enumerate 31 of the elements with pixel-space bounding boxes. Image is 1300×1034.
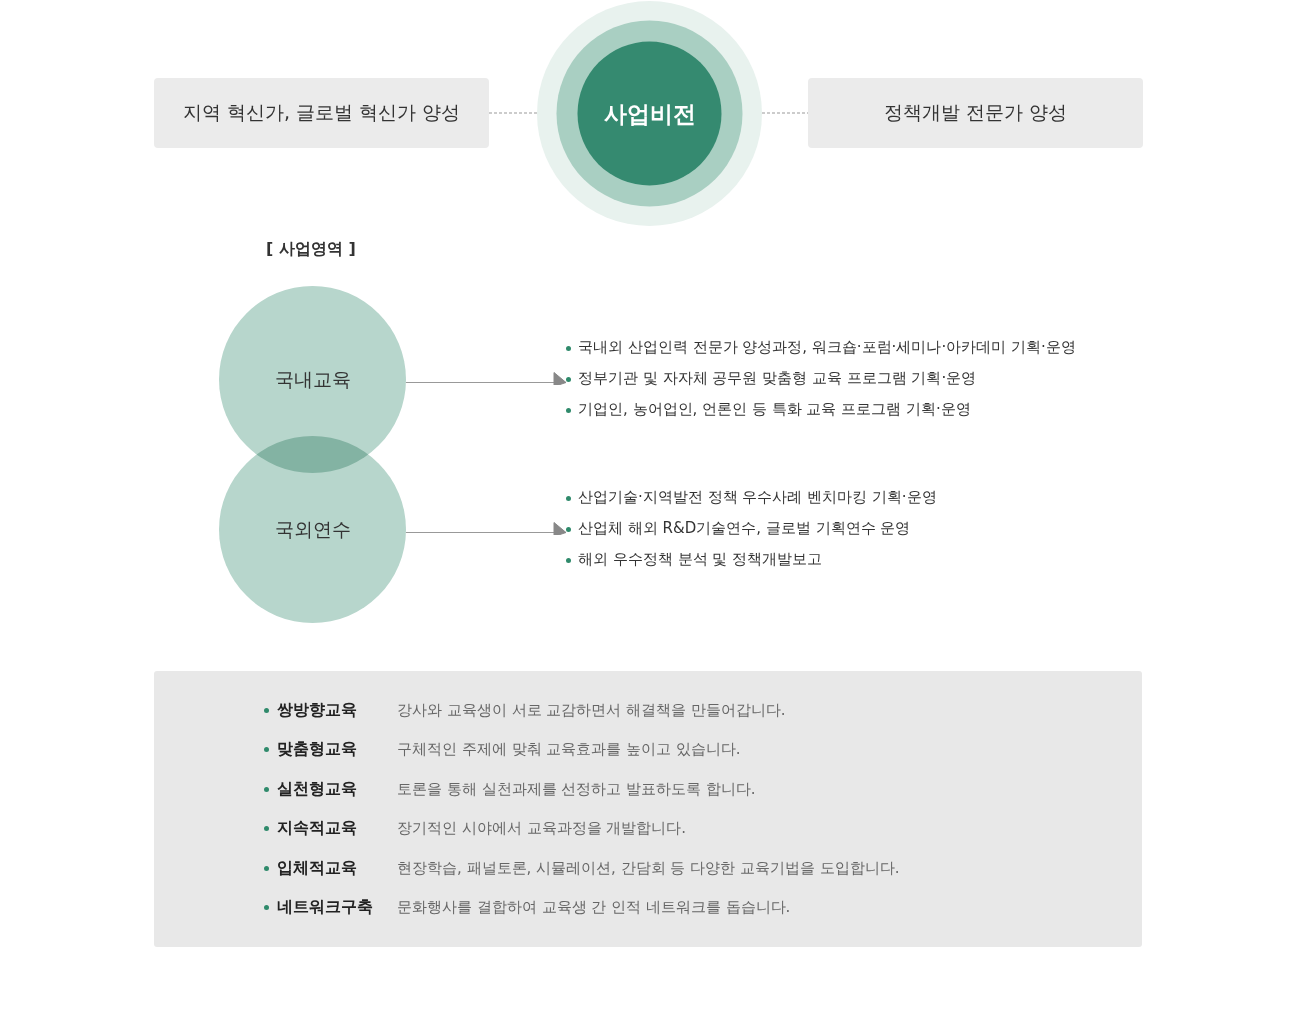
goal-box [808,78,1143,148]
arrow [405,372,567,387]
bullet-item: 기업인, 농어업인, 언론인 등 특화 교육 프로그램 기획·운영 [566,400,1126,418]
feature-term: 입체적교육 [264,857,357,879]
feature-term: 실천형교육 [264,778,357,800]
section-heading: [ 사업영역 ] [266,239,356,260]
bullet-item: 국내외 산업인력 전문가 양성과정, 워크숍·포럼·세미나·아카데미 기획·운영 [566,338,1126,356]
feature-description: 강사와 교육생이 서로 교감하면서 해결책을 만들어갑니다. [397,701,786,720]
feature-term: 지속적교육 [264,818,357,840]
feature-description: 장기적인 시야에서 교육과정을 개발합니다. [397,819,687,839]
arrow [405,522,567,537]
feature-term: 맞춤형교육 [264,739,357,761]
area-title: 국외연수 [273,516,352,542]
bullet-item: 산업기술·지역발전 정책 우수사례 벤치마킹 기획·운영 [566,488,1126,506]
feature-description: 구체적인 주제에 맞춰 교육효과를 높이고 있습니다. [397,740,741,760]
bullet-item: 산업체 해외 R&D기술연수, 글로벌 기획연수 운영 [566,519,1126,537]
goal-text: 지역 혁신가, 글로벌 혁신가 양성 [182,100,461,125]
feature-description: 현장학습, 패널토론, 시뮬레이션, 간담회 등 다양한 교육기법을 도입합니다. [397,858,900,878]
feature-term: 쌍방향교육 [264,700,357,721]
feature-description: 문화행사를 결합하여 교육생 간 인적 네트워크를 돕습니다. [397,898,791,917]
area-title: 국내교육 [273,366,352,392]
vision-title: 사업비전 [602,99,697,128]
feature-description: 토론을 통해 실천과제를 선정하고 발표하도록 합니다. [397,779,756,799]
bullet-item: 정부기관 및 자자체 공무원 맞춤형 교육 프로그램 기획·운영 [566,369,1126,387]
vision-circle [537,1,762,226]
goal-text: 정책개발 전문가 양성 [883,100,1068,125]
connector-line [488,112,538,114]
area-circle [219,436,406,623]
feature-term: 네트워크구축 [264,897,373,918]
bullet-item: 해외 우수정책 분석 및 정책개발보고 [566,550,1126,568]
goal-box [154,78,489,148]
